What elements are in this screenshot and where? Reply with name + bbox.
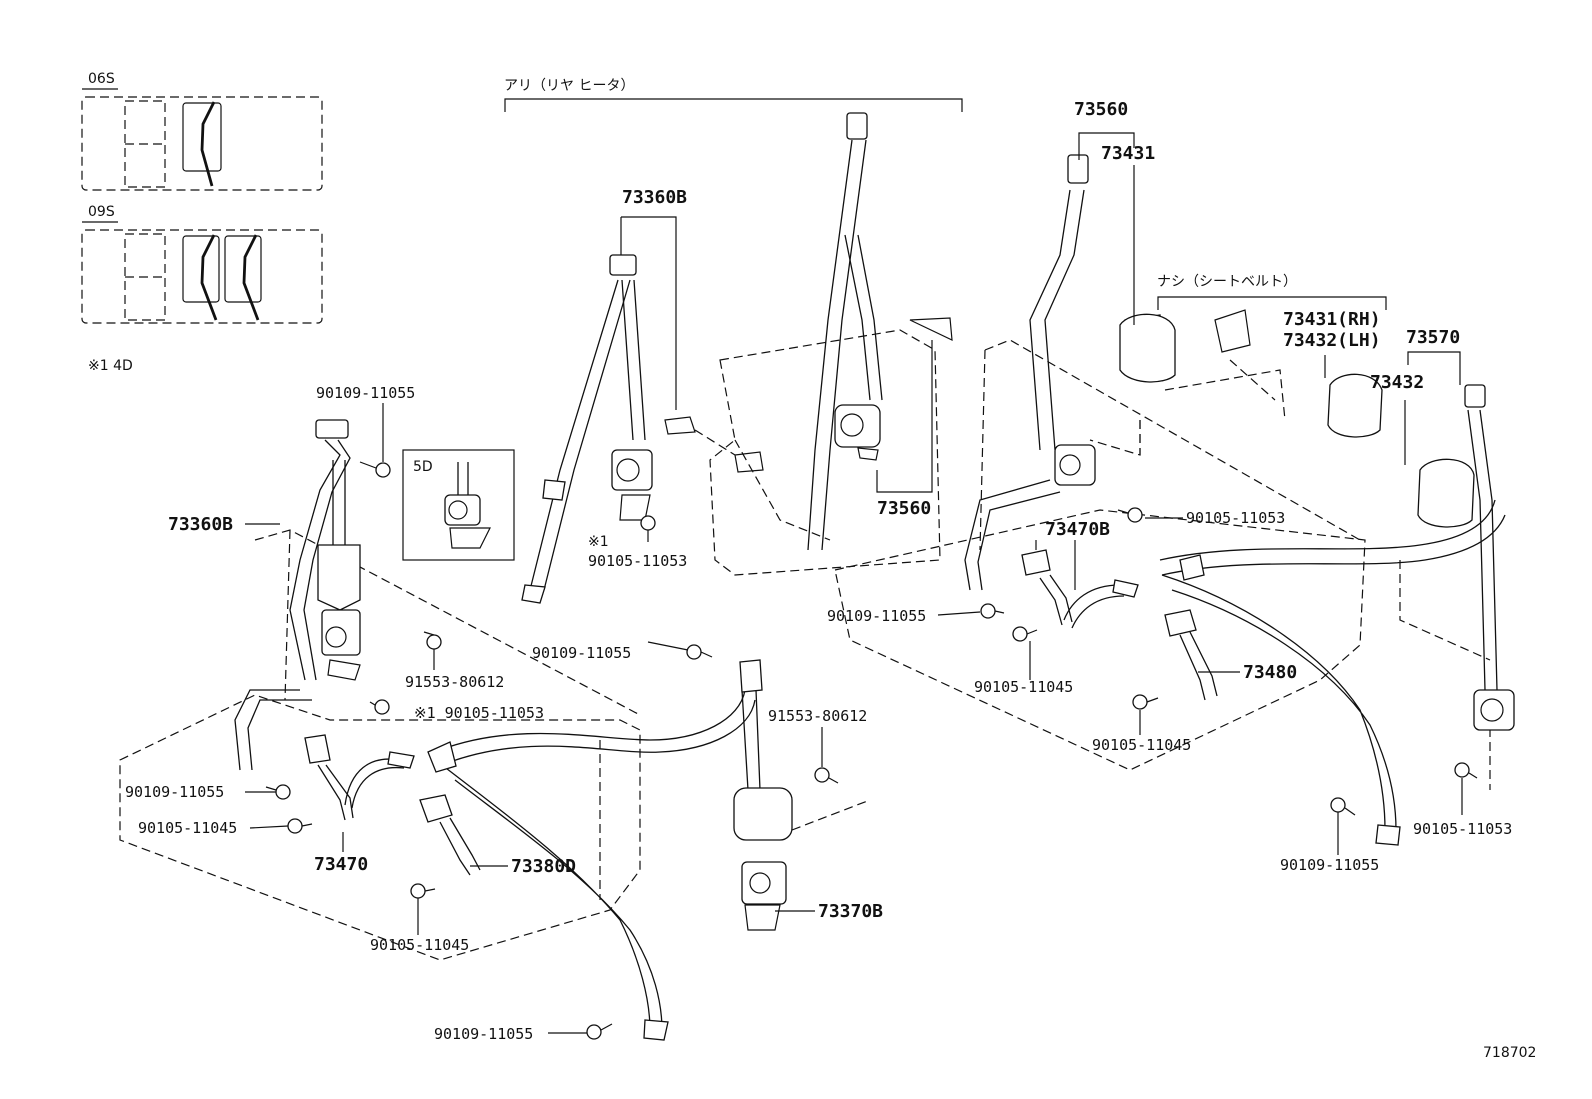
center-retractor-73370b [733,659,871,931]
label-90105-11045-e: 90105-11045 [974,678,1073,696]
bolts [265,461,1478,1040]
label-90109-11055-e: 90109-11055 [827,607,926,625]
label-90105-11053-h: 90105-11053 [1413,820,1512,838]
label-90105-11045-c: 90105-11045 [138,819,237,837]
label-73370b: 73370B [818,901,883,922]
label-73360b-left: 73360B [168,514,233,535]
label-73431-top: 73431 [1101,143,1155,164]
seat-outlines [119,329,1491,961]
label-90105-11045-g: 90105-11045 [1092,736,1191,754]
label-73570: 73570 [1406,327,1460,348]
middle-belt-assembly [521,254,764,604]
label-73560-mid: 73560 [877,498,931,519]
label-90109-11055-a: 90109-11055 [316,384,415,402]
bracket-heater-label: アリ（リヤ ヒータ） [504,78,634,94]
leader-lines [245,132,1463,1034]
label-90105-11053-f: 90105-11053 [1186,509,1285,527]
label-90109-11055-f: 90109-11055 [1280,856,1379,874]
right-belt-assembly [964,154,1515,846]
inset-5d: 5D [402,449,515,561]
label-91553-80612-a: 91553-80612 [405,673,504,691]
diagram-id: 718702 [1483,1045,1536,1061]
label-73360b-top: 73360B [622,187,687,208]
inset-06s: 06S [81,71,323,191]
label-90105-11045-d: 90105-11045 [370,936,469,954]
inset-5d-label: 5D [413,459,433,475]
label-73380d: 73380D [511,856,576,877]
label-73470b: 73470B [1045,519,1110,540]
middle-tall-belt [807,112,953,551]
left-belt-assembly [234,419,756,1041]
label-90109-11055-d: 90109-11055 [434,1025,533,1043]
bracket-no-belt: ナシ（シートベルト） [1157,274,1387,310]
label-73432: 73432 [1370,372,1424,393]
inset-09s: 09S [81,204,323,324]
label-73560-top: 73560 [1074,99,1128,120]
label-90109-11055-b: 90109-11055 [532,644,631,662]
label-90109-11055-c: 90109-11055 [125,783,224,801]
label-73431-rh: 73431(RH) [1283,309,1381,330]
bracket-heater: アリ（リヤ ヒータ） [504,78,963,112]
label-73432-lh: 73432(LH) [1283,330,1381,351]
label-73480: 73480 [1243,662,1297,683]
label-90105-11053-b: ※1 90105-11053 [414,704,544,722]
inset-06s-label: 06S [88,71,115,87]
bracket-no-belt-label: ナシ（シートベルト） [1157,274,1297,290]
label-91553-80612-b: 91553-80612 [768,707,867,725]
label-note1-a: ※1 [588,534,609,550]
part-labels: 73360B 73360B 73560 73560 73431 73431(RH… [125,99,1536,1061]
label-73470: 73470 [314,854,368,875]
note-4d: ※1 4D [88,358,133,374]
label-90105-11053-a: 90105-11053 [588,552,687,570]
inset-09s-label: 09S [88,204,115,220]
